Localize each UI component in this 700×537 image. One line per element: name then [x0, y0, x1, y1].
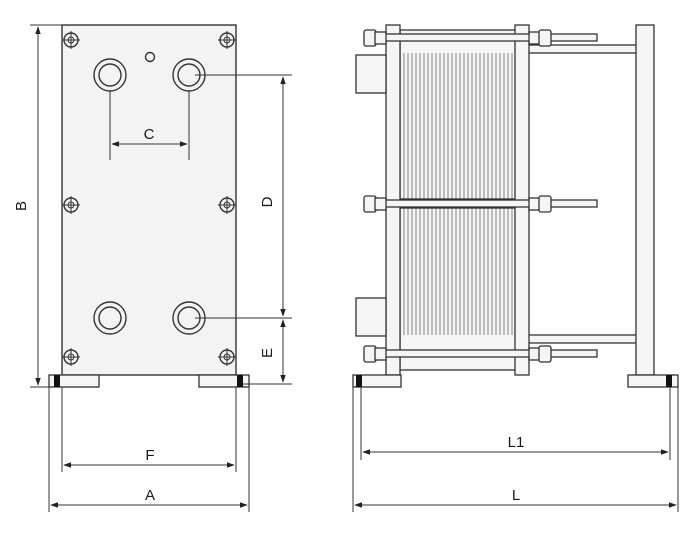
nut-icon — [363, 195, 387, 213]
bolt-icon — [62, 31, 80, 49]
front-view — [48, 24, 250, 388]
dimension-l-label: L — [512, 487, 520, 504]
side-view — [352, 24, 679, 388]
front-dimensions: B C D E F A — [13, 24, 292, 512]
nut-icon — [363, 29, 387, 47]
port-icon — [93, 301, 127, 335]
outlet-nozzle — [355, 297, 387, 337]
nut-icon — [528, 29, 552, 47]
bolt-icon — [218, 196, 236, 214]
plate-lines — [403, 53, 513, 335]
dimension-l1-label: L1 — [508, 434, 525, 451]
bolt-icon — [218, 31, 236, 49]
nut-icon — [528, 195, 552, 213]
front-feet — [48, 374, 250, 388]
front-plate — [61, 24, 237, 376]
bolt-icon — [218, 348, 236, 366]
inlet-nozzle — [355, 54, 387, 94]
dimension-f-label: F — [145, 447, 154, 464]
vent-hole-icon — [144, 51, 156, 63]
side-dimensions: L1 L — [352, 387, 679, 512]
dimension-a-label: A — [145, 487, 155, 504]
bolt-icon — [62, 196, 80, 214]
tie-rod-nuts — [363, 29, 552, 363]
dimension-b-label: B — [13, 201, 30, 211]
dimension-c-label: C — [144, 126, 155, 143]
dimension-d-label: D — [259, 196, 276, 207]
bolt-icon — [62, 348, 80, 366]
support-column — [635, 24, 655, 376]
side-feet — [352, 374, 679, 388]
nut-icon — [528, 345, 552, 363]
front-bolts — [62, 31, 236, 366]
nut-icon — [363, 345, 387, 363]
dimension-e-label: E — [259, 348, 276, 358]
